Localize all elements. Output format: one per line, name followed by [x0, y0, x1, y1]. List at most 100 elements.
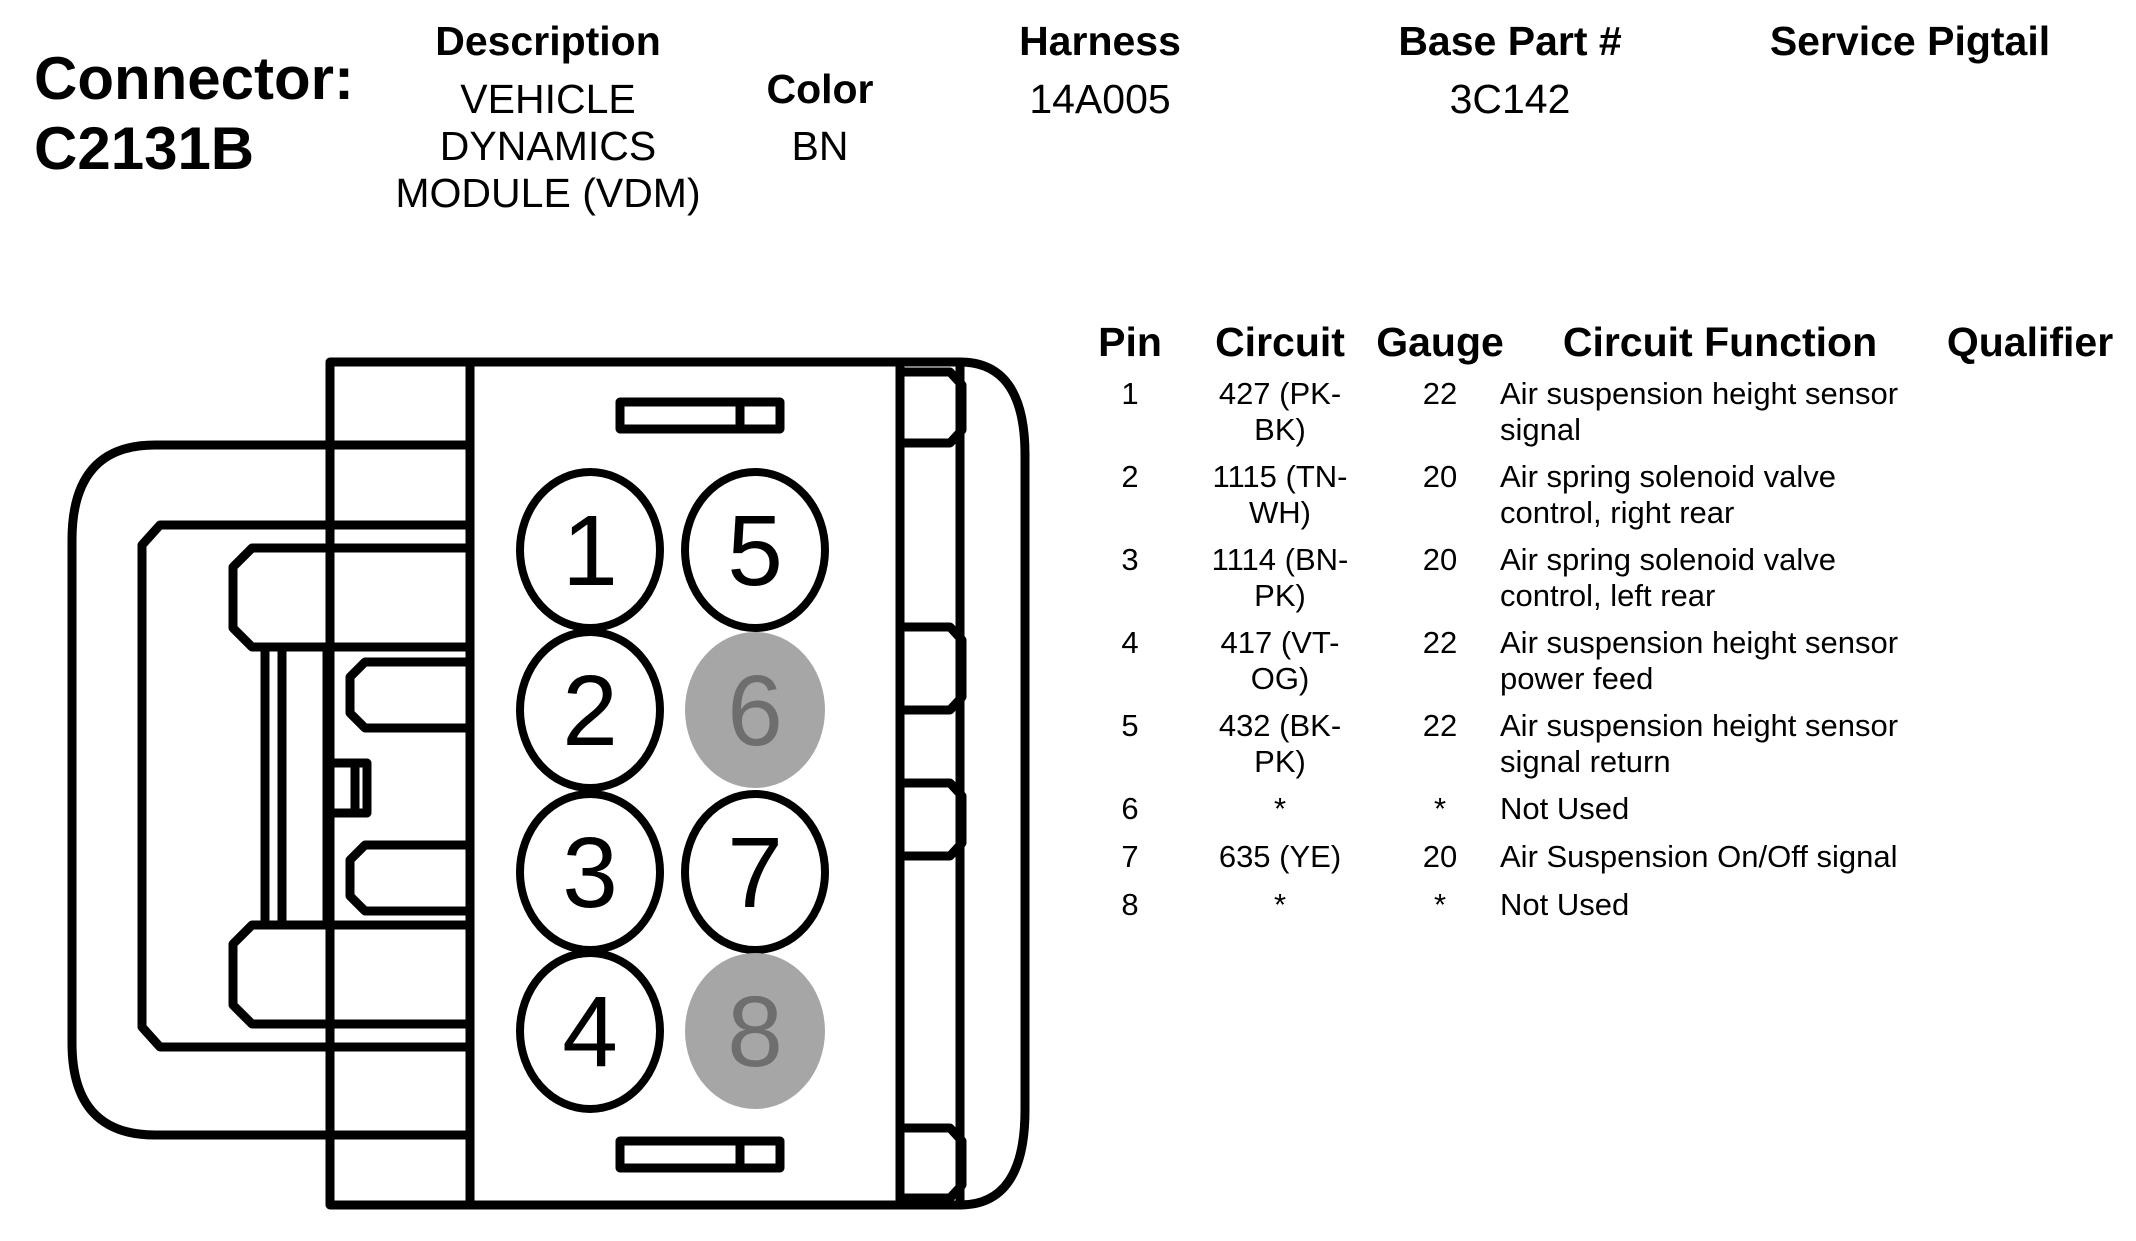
latch-finger-lower — [228, 920, 470, 1029]
circuit-line: PK) — [1254, 578, 1306, 613]
pin-cell: 1 — [1121, 376, 1139, 411]
pin-column-header: Pin — [1098, 319, 1162, 365]
pin-cavity-5: 5 — [681, 468, 829, 632]
pin-circle — [516, 628, 664, 792]
qualifier-column-header: Qualifier — [1946, 319, 2114, 365]
right-tab — [900, 1123, 967, 1203]
table-row: 1 427 (PK-BK) 22 Air suspension height s… — [1070, 376, 2130, 459]
circuit-line: * — [1273, 887, 1287, 922]
pin-number: 8 — [727, 976, 783, 1088]
circuit-column-header: Circuit — [1215, 319, 1345, 365]
function-cell: Air Suspension On/Off signal — [1500, 839, 1920, 875]
right-tab — [900, 778, 967, 861]
pin-cell: 3 — [1121, 542, 1139, 577]
harness-header: Harness — [1019, 18, 1181, 64]
base-part-value: 3C142 — [1449, 76, 1571, 122]
circuit-cell: 635 (YE) — [1180, 839, 1380, 875]
pin-cavity-7: 7 — [681, 790, 829, 954]
pin-cavity-2: 2 — [516, 628, 664, 792]
description-line: DYNAMICS — [439, 123, 657, 169]
pin-number: 3 — [562, 817, 618, 929]
description-line: VEHICLE — [460, 76, 636, 122]
circuit-cell: 417 (VT-OG) — [1180, 625, 1380, 697]
table-row: 6 * * Not Used — [1070, 791, 2130, 839]
function-line: Air spring solenoid valve — [1500, 542, 1837, 577]
circuit-line: 1114 (BN- — [1211, 542, 1349, 577]
gauge-cell: 20 — [1422, 459, 1458, 494]
pin-circle — [681, 468, 829, 632]
pin-cell: 5 — [1121, 708, 1139, 743]
circuit-cell: 1115 (TN-WH) — [1180, 459, 1380, 531]
circuit-line: 432 (BK- — [1218, 708, 1342, 743]
color-value: BN — [791, 123, 849, 169]
pin-cavity-4: 4 — [516, 949, 664, 1113]
table-body: 1 427 (PK-BK) 22 Air suspension height s… — [1070, 376, 2130, 935]
pin-cell: 2 — [1121, 459, 1139, 494]
housing-rect — [325, 357, 965, 1210]
table-row: 5 432 (BK-PK) 22 Air suspension height s… — [1070, 708, 2130, 791]
function-line: Not Used — [1500, 887, 1630, 922]
circuit-line: 427 (PK- — [1218, 376, 1342, 411]
pin-number: 7 — [727, 817, 783, 929]
gauge-cell: 22 — [1422, 625, 1458, 660]
gauge-cell: * — [1433, 791, 1447, 826]
pin-cavity-3: 3 — [516, 790, 664, 954]
function-line: power feed — [1500, 661, 1654, 696]
circuit-line: 1115 (TN- — [1212, 459, 1348, 494]
circuit-line: 635 (YE) — [1218, 839, 1342, 874]
function-line: control, right rear — [1500, 495, 1735, 530]
description-header: Description — [435, 18, 661, 64]
right-tab — [900, 367, 967, 448]
slot-bottom — [615, 1136, 785, 1173]
pin-number: 6 — [727, 655, 783, 767]
description-line: MODULE (VDM) — [395, 170, 701, 216]
gauge-column-header: Gauge — [1376, 319, 1504, 365]
function-cell: Not Used — [1500, 791, 1920, 827]
pin-circle — [685, 953, 825, 1109]
circuit-cell: * — [1180, 887, 1380, 923]
latch-outer — [67, 440, 470, 1140]
latch-finger-upper — [228, 543, 470, 652]
pin-cell: 6 — [1121, 791, 1139, 826]
lock-tab-lower — [345, 840, 470, 916]
pin-cell: 7 — [1121, 839, 1139, 874]
pin-cavity-8: 8 — [685, 953, 825, 1109]
function-line: Not Used — [1500, 791, 1630, 826]
pin-number: 5 — [727, 495, 783, 607]
color-header: Color — [766, 66, 874, 112]
pin-circle — [516, 949, 664, 1113]
pin-number: 4 — [562, 976, 618, 1088]
function-column-header: Circuit Function — [1562, 319, 1878, 365]
table-row: 7 635 (YE) 20 Air Suspension On/Off sign… — [1070, 839, 2130, 887]
base-part-header: Base Part # — [1398, 18, 1622, 64]
function-line: signal return — [1500, 744, 1671, 779]
table-row: 2 1115 (TN-WH) 20 Air spring solenoid va… — [1070, 459, 2130, 542]
circuit-cell: 432 (BK-PK) — [1180, 708, 1380, 780]
connector-label: Connector: — [34, 45, 354, 112]
pin-layer: 1 2 3 4 5 6 7 8 — [516, 468, 829, 1113]
function-line: control, left rear — [1500, 578, 1716, 613]
description-value: VEHICLE DYNAMICS MODULE (VDM) — [348, 76, 748, 217]
table-row: 4 417 (VT-OG) 22 Air suspension height s… — [1070, 625, 2130, 708]
connector-id: C2131B — [34, 115, 255, 182]
harness-value: 14A005 — [1029, 76, 1171, 122]
gauge-cell: 20 — [1422, 839, 1458, 874]
slot-top — [615, 397, 785, 434]
table-row: 8 * * Not Used — [1070, 887, 2130, 935]
function-line: Air Suspension On/Off signal — [1500, 839, 1898, 874]
gauge-cell: * — [1433, 887, 1447, 922]
table-row: 3 1114 (BN-PK) 20 Air spring solenoid va… — [1070, 542, 2130, 625]
pin-number: 1 — [562, 495, 618, 607]
pin-number: 2 — [562, 655, 618, 767]
pin-cavity-1: 1 — [516, 468, 664, 632]
function-line: Air suspension height sensor — [1500, 625, 1899, 660]
pin-cell: 4 — [1121, 625, 1139, 660]
circuit-line: WH) — [1249, 495, 1311, 530]
housing-cap — [959, 357, 1030, 1210]
connector-diagram: 1 2 3 4 5 6 7 8 — [67, 357, 1030, 1210]
